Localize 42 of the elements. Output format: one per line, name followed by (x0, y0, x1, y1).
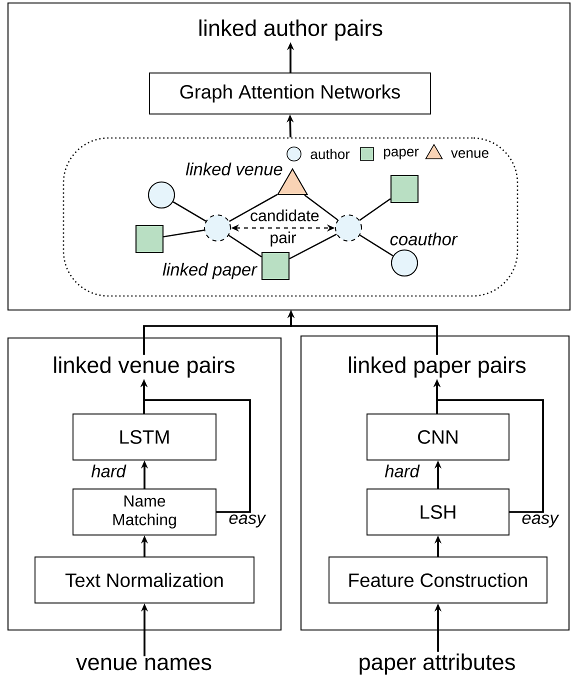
graph-region (62, 137, 518, 297)
frame-box (300, 335, 570, 631)
legend-text: venue (450, 150, 488, 158)
author-circle (148, 181, 176, 209)
edge-label: hard (384, 464, 420, 478)
legend-text: paper (384, 148, 419, 160)
process-box: Text Normalization (34, 556, 254, 604)
process-box: LSTM (72, 414, 216, 460)
process-box: Feature Construction (328, 556, 548, 604)
process-box: LSH (366, 488, 510, 536)
connector-line (172, 201, 206, 222)
connector-line (359, 198, 391, 221)
node-caption: linked venue (186, 162, 282, 176)
output-text: paper attributes (360, 653, 515, 675)
node-caption: linked paper (162, 262, 258, 280)
paper-square (135, 224, 164, 254)
connector-line (163, 230, 204, 238)
output-text: linked venue pairs (54, 356, 234, 378)
connector-line (228, 194, 278, 222)
connector-line (228, 234, 262, 258)
edge-label: easy (229, 514, 266, 528)
frame-box (7, 2, 571, 311)
edge-label: candidate pair (250, 210, 319, 246)
process-box: Name Matching (72, 488, 216, 536)
paper-square (261, 252, 290, 280)
candidate-author-circle (334, 214, 362, 242)
edge-label: easy (522, 514, 560, 528)
connector-line (304, 194, 338, 220)
author-circle (390, 249, 418, 277)
connector-line (360, 234, 394, 256)
legend-text: author (310, 148, 350, 160)
frame-box (7, 337, 282, 631)
candidate-author-circle (204, 214, 232, 242)
node-caption: coauthor (390, 232, 458, 246)
process-box: Graph Attention Networks (149, 72, 431, 114)
output-text: venue names (76, 658, 212, 670)
connector-line (289, 234, 337, 260)
paper-square (390, 174, 419, 204)
output-text: linked paper pairs (349, 356, 526, 378)
output-text: linked author pairs (199, 19, 382, 41)
process-box: CNN (366, 414, 510, 460)
edge-label: hard (91, 464, 126, 478)
